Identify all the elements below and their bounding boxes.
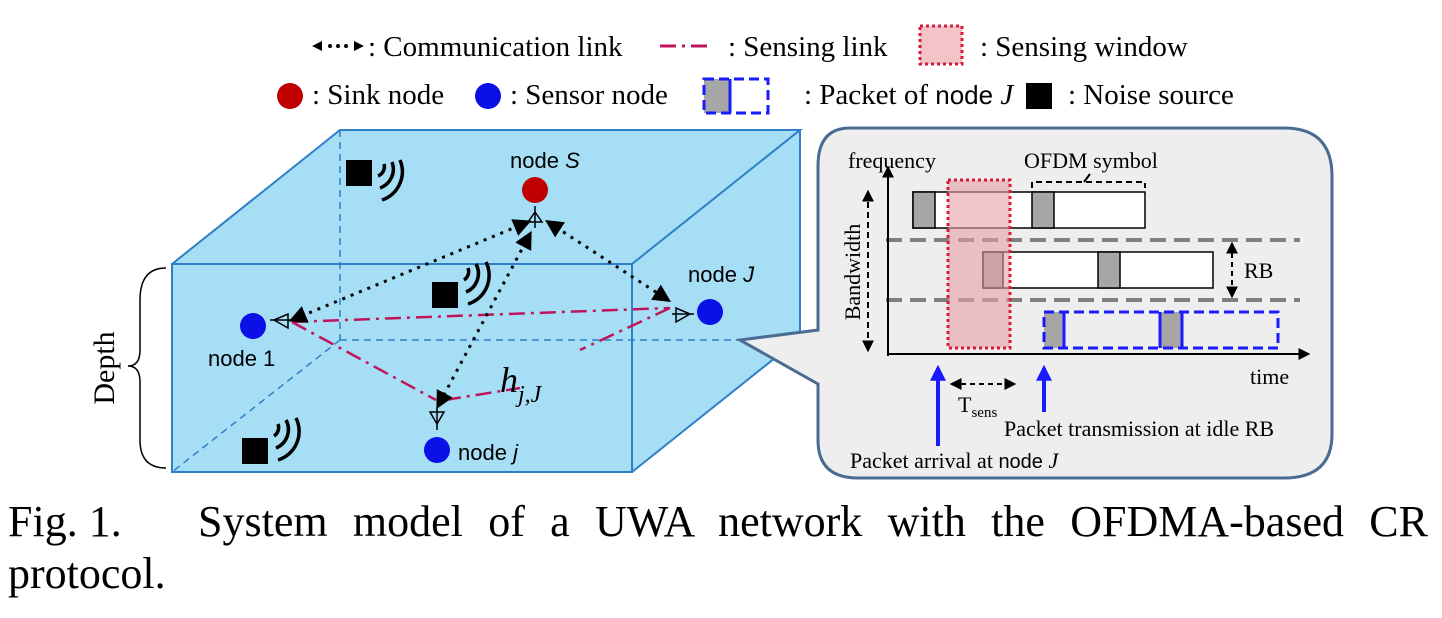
node-1-label: node 1 — [208, 346, 275, 371]
legend-sensing-window-label: : Sensing window — [980, 31, 1188, 63]
sensing-window — [946, 178, 1012, 350]
figure-number: Fig. 1. — [8, 497, 122, 546]
ofdm-symbol-label: OFDM symbol — [1024, 148, 1158, 173]
node-j-label: node j — [458, 440, 519, 465]
antenna-icon — [672, 306, 694, 324]
antenna-icon — [270, 312, 292, 330]
sensor-node-J — [697, 299, 723, 325]
antenna-icon — [428, 408, 446, 430]
legend-communication-link-icon — [312, 41, 364, 51]
legend-sensor-node-label: : Sensor node — [510, 79, 668, 111]
packet-node-J — [1042, 310, 1280, 350]
node-J-label: node J — [688, 262, 755, 287]
channel-gain-label: hj,J — [500, 360, 543, 408]
legend-sensing-link-label: : Sensing link — [728, 31, 888, 63]
legend-packet-icon — [702, 77, 770, 115]
packet-transmission-label: Packet transmission at idle RB — [1004, 416, 1274, 441]
sensor-node-j — [424, 437, 450, 463]
depth-label: Depth — [88, 331, 121, 404]
legend-sink-node-label: : Sink node — [312, 79, 444, 111]
packet-arrival-label: Packet arrival at node J — [850, 448, 1059, 473]
figure-caption-text: System model of a UWA network with the O… — [8, 497, 1428, 598]
comm-link-nodeS-node1 — [288, 219, 532, 323]
legend-noise-source-label: : Noise source — [1068, 79, 1234, 111]
ofdm-symbol-bracket-tip — [1083, 173, 1091, 183]
legend-sensor-node-icon — [475, 83, 501, 109]
time-label: time — [1250, 364, 1289, 389]
spectrum-inset: frequency time Bandwidth OFDM symbol — [735, 126, 1334, 480]
cp-block — [1031, 191, 1055, 229]
comm-link-nodeS-nodeJ — [544, 220, 672, 302]
sensing-link-node1-nodej — [291, 320, 437, 402]
cp-block — [912, 191, 936, 229]
sensor-node-1 — [240, 313, 266, 339]
noise-source-icon — [346, 159, 405, 202]
system-model-figure: : Communication link : Sensing link : Se… — [88, 24, 1334, 480]
bandwidth-label: Bandwidth — [840, 224, 865, 321]
comm-link-nodeS-nodej — [436, 230, 532, 410]
legend-noise-source-icon — [1026, 83, 1052, 109]
legend-sink-node-icon — [277, 83, 303, 109]
node-s-label: node S — [510, 148, 580, 173]
cp-block — [1097, 251, 1121, 289]
antenna-icon — [526, 206, 544, 228]
noise-source-icon — [242, 417, 301, 464]
frequency-label: frequency — [848, 148, 936, 173]
depth-brace — [127, 267, 167, 469]
t-sens-label: Tsens — [958, 392, 997, 421]
communication-links — [288, 219, 672, 410]
legend-communication-link-label: : Communication link — [368, 31, 623, 63]
figure-caption: Fig. 1.System model of a UWA network wit… — [8, 496, 1428, 600]
legend: : Communication link : Sensing link : Se… — [277, 24, 1234, 115]
packet-existing — [912, 191, 1146, 229]
rb-label: RB — [1244, 258, 1273, 283]
legend-sensing-window-icon — [918, 24, 964, 66]
sink-node — [522, 177, 548, 203]
legend-packet-label: : Packet of node J — [804, 79, 1014, 111]
ofdm-symbol-bracket — [1031, 181, 1146, 188]
